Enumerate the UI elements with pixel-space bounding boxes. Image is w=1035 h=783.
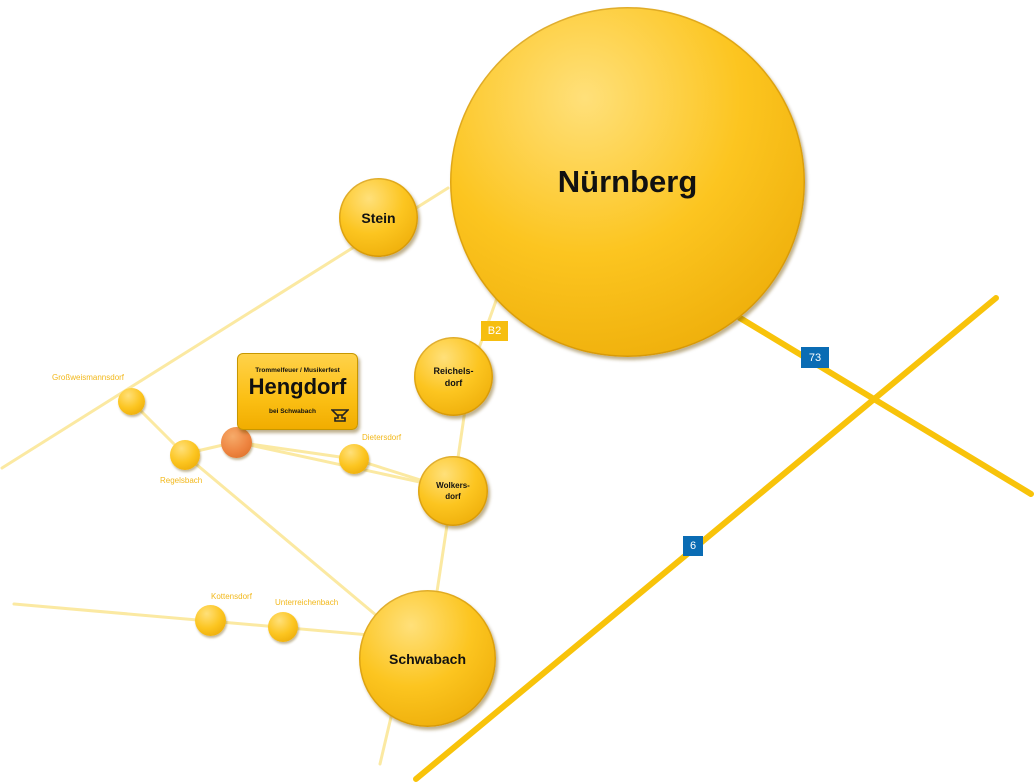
city-nuernberg[interactable]: Nürnberg <box>450 7 805 357</box>
village-dietersdorf[interactable] <box>339 444 369 474</box>
village-hengdorf-marker[interactable] <box>221 427 252 458</box>
event-place: bei Schwabach <box>269 408 316 415</box>
event-title: Hengdorf <box>248 374 347 399</box>
label-regelsbach: Regelsbach <box>160 476 203 485</box>
city-stein[interactable]: Stein <box>339 178 418 257</box>
label-kottensdorf: Kottensdorf <box>211 592 252 601</box>
city-woelkersdorf[interactable]: Wolkers- dorf <box>418 456 488 526</box>
village-kottensdorf[interactable] <box>195 605 226 636</box>
city-reichelsdorf[interactable]: Reichels- dorf <box>414 337 493 416</box>
village-unterreichenbach[interactable] <box>268 612 298 642</box>
road-shield-a73: 73 <box>801 347 829 368</box>
label-grossweismannsdorf: Großweismannsdorf <box>52 373 125 382</box>
road-shield-a6: 6 <box>683 536 703 556</box>
anvil-icon <box>331 409 349 422</box>
event-subtitle: Trommelfeuer / Musikerfest <box>255 367 340 374</box>
label-dietersdorf: Dietersdorf <box>362 433 402 442</box>
motorway-a6 <box>413 295 999 782</box>
city-schwabach[interactable]: Schwabach <box>359 590 496 727</box>
road-shield-b2: B2 <box>481 321 508 341</box>
label-unterreichenbach: Unterreichenbach <box>275 598 339 607</box>
event-sign-hengdorf[interactable]: Trommelfeuer / Musikerfest Hengdorf bei … <box>237 353 358 430</box>
motorway-a73 <box>737 315 1034 497</box>
village-grossweismannsdorf[interactable] <box>118 388 145 415</box>
village-regelsbach[interactable] <box>170 440 200 470</box>
